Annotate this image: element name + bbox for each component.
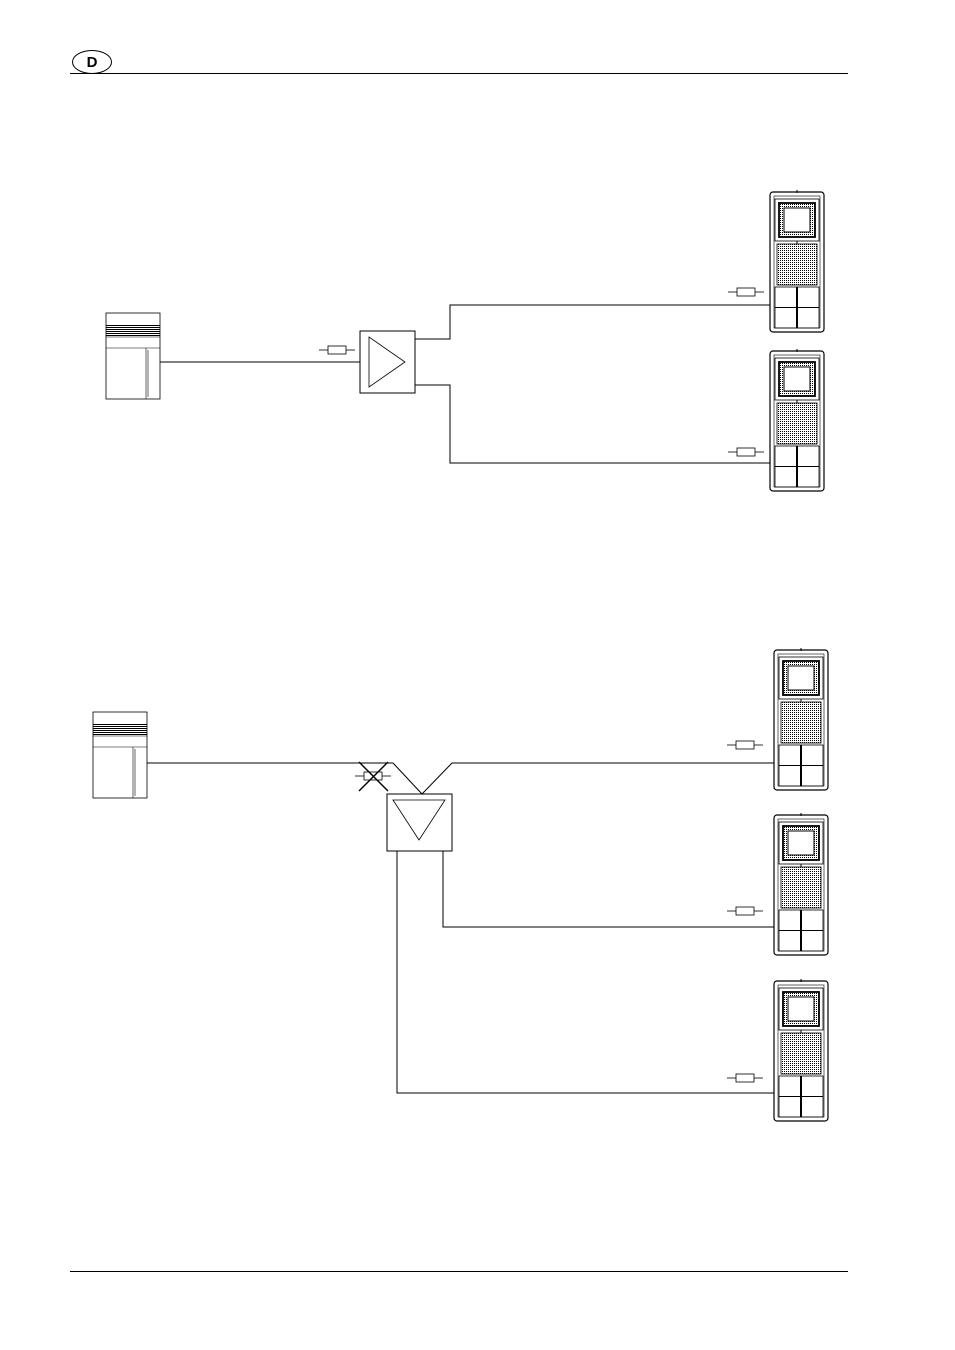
- terminating-resistor: [727, 447, 765, 457]
- door-station: [769, 348, 825, 492]
- terminating-resistor: [726, 906, 764, 916]
- bus-line: [396, 851, 774, 1094]
- removed-resistor: [354, 761, 392, 792]
- door-station: [773, 812, 829, 956]
- door-station: [773, 647, 829, 791]
- terminating-resistor: [318, 345, 356, 355]
- amplifier: [359, 330, 416, 394]
- bus-line: [392, 762, 776, 795]
- terminating-resistor: [727, 287, 765, 297]
- diagram-distributor-with-three-stations: [92, 647, 829, 1122]
- control-unit: [92, 711, 148, 799]
- footer-rule: [70, 1271, 848, 1272]
- door-station: [769, 189, 825, 333]
- bus-line: [442, 851, 774, 928]
- door-station: [773, 978, 829, 1122]
- terminating-resistor: [726, 1073, 764, 1083]
- bus-line: [415, 384, 771, 464]
- distributor: [386, 793, 453, 852]
- bus-line: [415, 304, 776, 340]
- terminating-resistor: [726, 740, 764, 750]
- header-rule: [70, 73, 848, 74]
- control-unit: [105, 312, 161, 400]
- diagram-amplifier-with-two-stations: [105, 189, 825, 492]
